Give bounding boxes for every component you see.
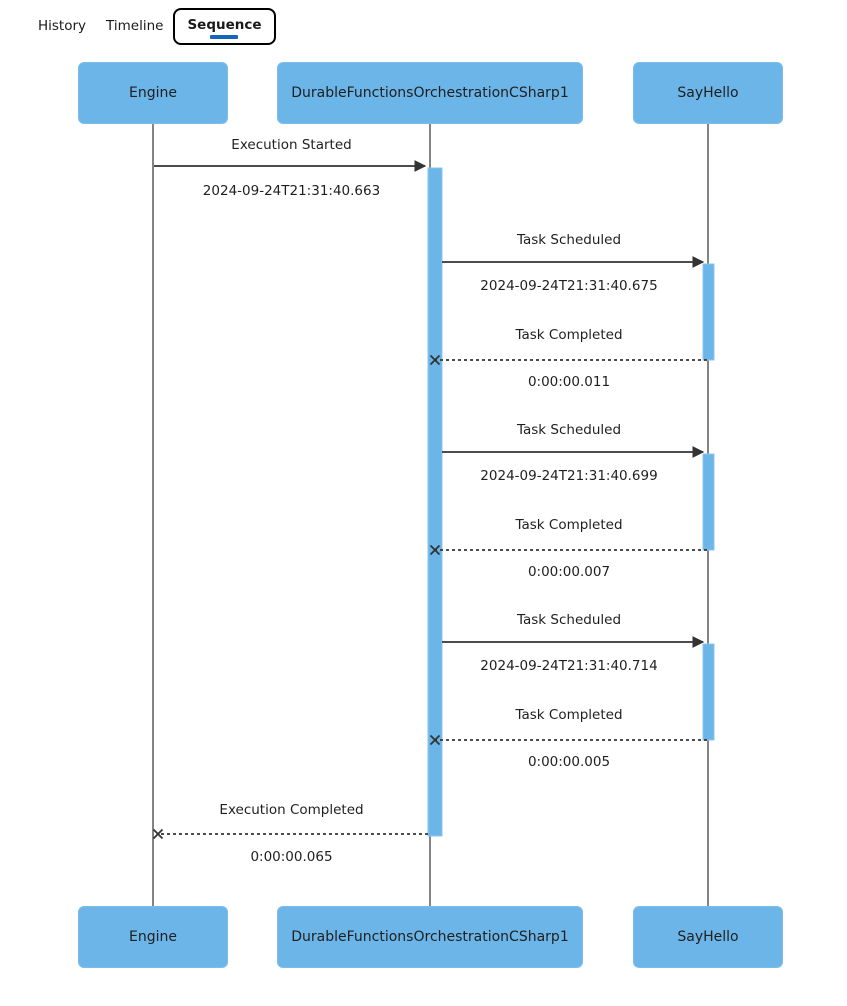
active-tab-underline — [210, 35, 239, 39]
message-label-3: Task Scheduled — [516, 422, 622, 438]
tab-timeline-label: Timeline — [106, 18, 164, 34]
participant-box-sayhello-bottom[interactable]: SayHello — [633, 906, 783, 968]
message-label-2: Task Completed — [515, 327, 623, 343]
tab-history-label: History — [38, 18, 87, 34]
tab-timeline[interactable]: Timeline — [96, 10, 173, 42]
message-label-4: Task Completed — [515, 517, 623, 533]
message-label-1: Task Scheduled — [516, 232, 622, 248]
tab-history[interactable]: History — [28, 10, 96, 42]
message-detail-6: 0:00:00.005 — [527, 754, 611, 770]
message-detail-2: 0:00:00.011 — [527, 374, 611, 390]
participant-box-sayhello-top[interactable]: SayHello — [633, 62, 783, 124]
participant-box-orchestrator-bottom[interactable]: DurableFunctionsOrchestrationCSharp1 — [277, 906, 583, 968]
message-label-6: Task Completed — [515, 707, 623, 723]
message-label-7: Execution Completed — [219, 802, 364, 818]
participant-box-engine-bottom[interactable]: Engine — [78, 906, 228, 968]
message-detail-7: 0:00:00.065 — [250, 849, 333, 865]
tab-sequence-label: Sequence — [187, 16, 262, 33]
message-label-5: Task Scheduled — [516, 612, 622, 628]
participant-box-engine-top[interactable]: Engine — [78, 62, 228, 124]
message-detail-0: 2024-09-24T21:31:40.663 — [202, 183, 381, 199]
message-detail-5: 2024-09-24T21:31:40.714 — [480, 658, 658, 674]
tab-sequence[interactable]: Sequence — [173, 7, 276, 45]
participant-box-orchestrator-top[interactable]: DurableFunctionsOrchestrationCSharp1 — [277, 62, 583, 124]
message-label-0: Execution Started — [231, 137, 352, 153]
message-detail-4: 0:00:00.007 — [527, 564, 611, 580]
message-detail-3: 2024-09-24T21:31:40.699 — [480, 468, 658, 484]
view-tabs: History Timeline Sequence — [0, 0, 847, 52]
message-detail-1: 2024-09-24T21:31:40.675 — [480, 278, 658, 294]
